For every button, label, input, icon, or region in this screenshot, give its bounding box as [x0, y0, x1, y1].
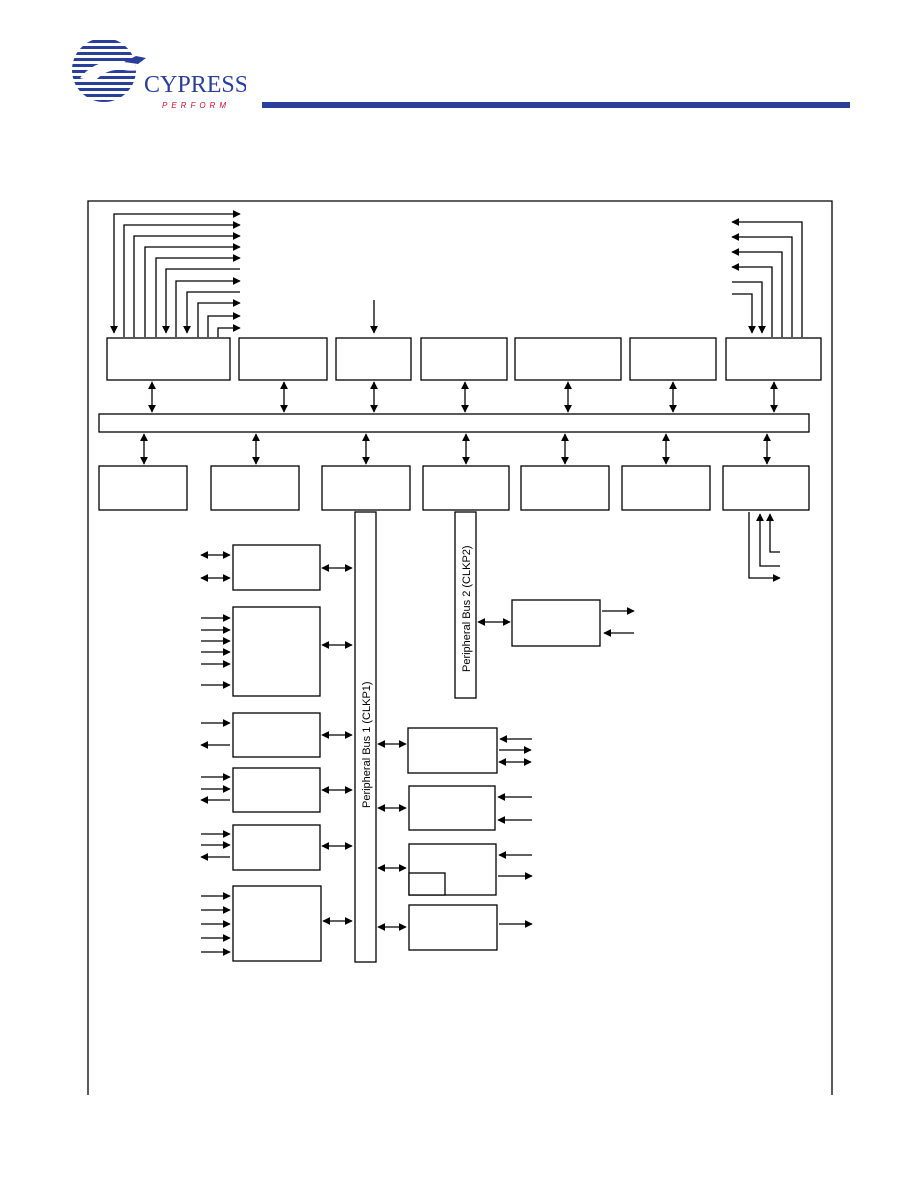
- logo-word: CYPRESS: [144, 72, 246, 98]
- block-mid-3: [321, 465, 411, 511]
- block-pb2-1: [511, 599, 601, 647]
- block-mid-7: [722, 465, 810, 511]
- cypress-logo: CYPRESS PERFORM: [72, 38, 246, 110]
- peripheral-bus-1: [354, 511, 377, 963]
- block-top-7: [725, 337, 822, 381]
- block-pb1-left-3: [232, 712, 321, 758]
- block-mid-1: [98, 465, 188, 511]
- top-right-signal-lines: [731, 218, 803, 337]
- block-pb1-right-1: [407, 727, 498, 774]
- block-pb1-right-4: [408, 904, 498, 951]
- block-top-3: [335, 337, 412, 381]
- block-top-6: [629, 337, 717, 381]
- block-pb1-left-2: [232, 606, 321, 697]
- block-pb1-left-1: [232, 544, 321, 591]
- top-row-blocks: [106, 337, 822, 381]
- logo-tagline: PERFORM: [162, 101, 230, 110]
- block-pb1-right-2: [408, 785, 496, 831]
- block-mid-4: [422, 465, 510, 511]
- block-mid-5: [520, 465, 610, 511]
- system-bus: [98, 413, 810, 433]
- peripheral-bus-2: [454, 511, 477, 699]
- pb2-peripheral: [477, 599, 635, 647]
- top-row-connectors: [148, 381, 778, 413]
- peripheral-bus-2-label: Peripheral Bus 2 (CLKP2): [461, 545, 473, 672]
- block-top-2: [238, 337, 328, 381]
- peripheral-bus-1-label: Peripheral Bus 1 (CLKP1): [361, 681, 373, 808]
- block-pb1-left-5: [232, 824, 321, 871]
- mid-right-signal-lines: [748, 512, 781, 582]
- block-pb1-left-4: [232, 767, 321, 813]
- block-top-1: [106, 337, 231, 381]
- header-rule: [262, 102, 850, 108]
- block-mid-2: [210, 465, 300, 511]
- block-pb1-left-6: [232, 885, 322, 962]
- second-row-blocks: [98, 465, 810, 511]
- block-mid-6: [621, 465, 711, 511]
- block-top-5: [514, 337, 622, 381]
- globe-icon: [72, 38, 136, 102]
- pb1-left-peripherals: [200, 544, 353, 962]
- second-row-connectors: [140, 433, 771, 465]
- block-top-4: [420, 337, 508, 381]
- diagram-frame: [87, 200, 833, 1095]
- top-left-signal-lines: [110, 210, 241, 337]
- block-pb1-right-3-sub: [408, 872, 446, 896]
- pb1-right-peripherals: [377, 727, 533, 951]
